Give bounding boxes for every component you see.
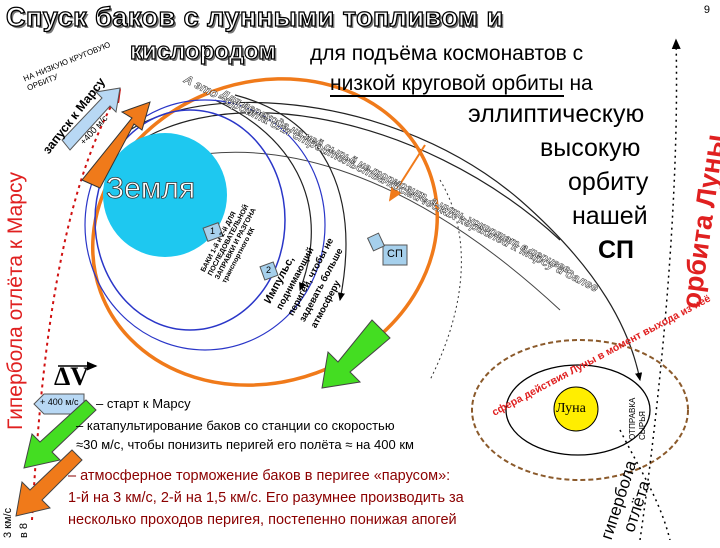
descent-curve-2: [214, 99, 312, 292]
sp-label: СП: [387, 248, 403, 260]
return-curve: [429, 179, 462, 381]
earth-circle: [103, 133, 227, 257]
blue-badge-arrow: [61, 87, 121, 151]
title-line-1: Спуск баков с лунными топливом и: [5, 1, 504, 32]
legend-brake-2: 1-й на 3 км/с, 2-й на 1,5 км/с. Его разу…: [68, 490, 464, 506]
legend-catapult-2: ≈30 м/с, чтобы понизить перигей его полё…: [76, 437, 414, 452]
speed-axis-label: 3 км/с: [2, 507, 14, 538]
green-arrow-main: [321, 319, 391, 389]
blue-orbit-2: [84, 99, 326, 351]
orange-pointer-arrow: [388, 144, 426, 202]
tank-1-marker: [202, 222, 224, 242]
title-line-2-rest: для подъёма космонавтов с: [310, 42, 584, 65]
moon-circle: [553, 386, 599, 432]
title-line-6: орбиту: [568, 168, 649, 196]
legend-start-mars: – старт к Марсу: [96, 396, 191, 411]
legend-catapult-1: – катапультирование баков со станции со …: [76, 418, 395, 433]
mars-hyperbola-label: Гипербола отлёта к Марсу: [4, 172, 27, 430]
sp-small-marker: [366, 232, 386, 252]
dv-badge-label: + 400 м/с: [40, 397, 79, 407]
legend-brake-1: – атмосферное торможение баков в перигее…: [68, 468, 451, 484]
dv-symbol: ΔV: [54, 362, 90, 391]
earth-label: Земля: [106, 172, 196, 206]
legend-orange-arrow: [15, 449, 83, 517]
title-line-8: СП: [598, 236, 635, 264]
orange-orbit-ellipse: [90, 77, 440, 387]
sp-marker: [382, 244, 408, 266]
in-8-label: в 8: [18, 522, 30, 538]
tank-2-label: 2: [266, 265, 272, 275]
legend-brake-3: несколько проходов перигея, постепенно п…: [68, 512, 457, 528]
legend-green-arrow: [23, 399, 97, 469]
moon-label: Луна: [556, 401, 586, 416]
transfer-curve-1: [109, 112, 561, 241]
moon-orbit-inner: [505, 364, 651, 456]
title-line-2-bold: кислородом: [129, 37, 277, 65]
blue-orbit-1: [94, 109, 286, 331]
orange-arrow-earth: [81, 101, 151, 189]
tank-1-label: 1: [210, 226, 216, 236]
tank-2-marker: [259, 261, 279, 281]
title-line-3-end: на: [563, 72, 593, 95]
title-line-5: высокую: [540, 134, 641, 162]
title-line-4: эллиптическую: [468, 100, 645, 128]
moon-sphere-of-influence: [471, 339, 689, 481]
page-number: 9: [703, 4, 710, 16]
title-line-7: нашей: [572, 202, 648, 230]
descent-curve-1: [234, 94, 347, 302]
title-line-3: низкой круговой орбиты: [330, 72, 564, 97]
moon-orbit-dotted: [639, 38, 681, 540]
